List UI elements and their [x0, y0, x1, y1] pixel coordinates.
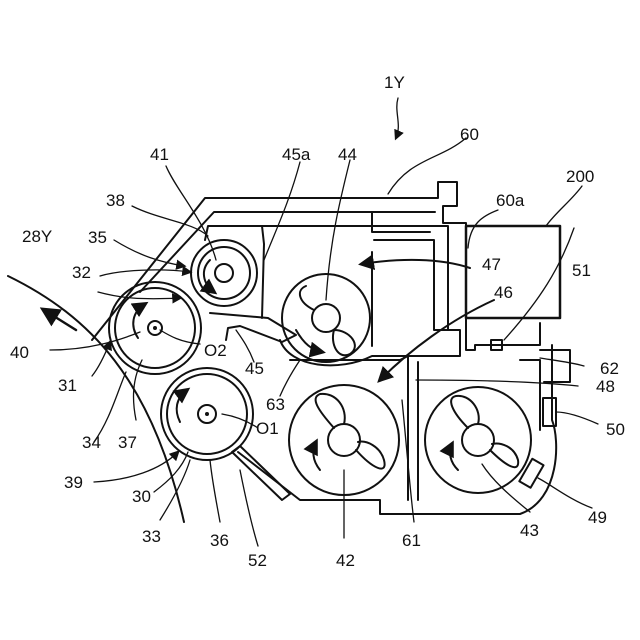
label-62: 62 [600, 359, 619, 378]
label-31: 31 [58, 376, 77, 395]
label-36: 36 [210, 531, 229, 550]
fan-42-hub [328, 424, 360, 456]
label-o2: O2 [204, 341, 227, 360]
label-46: 46 [494, 283, 513, 302]
casing-60a-wall-2 [205, 226, 448, 330]
label-33: 33 [142, 527, 161, 546]
casing-60 [92, 182, 540, 350]
fan-42-blade-lower [356, 442, 385, 469]
label-37: 37 [118, 433, 137, 452]
roller-41-ring [198, 247, 250, 299]
label-o1: O1 [256, 419, 279, 438]
label-43: 43 [520, 521, 539, 540]
label-44: 44 [338, 145, 357, 164]
airflow-arrow-47 [362, 260, 470, 268]
label-38: 38 [106, 191, 125, 210]
label-51: 51 [572, 261, 591, 280]
fan-43-hub [462, 424, 494, 456]
belt-label-28y: 28Y [22, 227, 52, 246]
label-45a: 45a [282, 145, 311, 164]
separator-45a [262, 226, 264, 318]
fan-42-blade-upper [316, 394, 345, 428]
label-42: 42 [336, 551, 355, 570]
label-32: 32 [72, 263, 91, 282]
label-39: 39 [64, 473, 83, 492]
label-35: 35 [88, 228, 107, 247]
drum-30-rotation-arrow [177, 390, 187, 422]
control-box-200 [466, 226, 560, 318]
sensor-50 [543, 398, 556, 426]
label-60: 60 [460, 125, 479, 144]
belt-direction-arrow [44, 310, 76, 330]
figure-id-label: 1Y [384, 73, 405, 92]
label-52: 52 [248, 551, 267, 570]
fan-43-housing [425, 387, 531, 493]
label-40: 40 [10, 343, 29, 362]
label-30: 30 [132, 487, 151, 506]
roller-41-core [215, 264, 233, 282]
label-47: 47 [482, 255, 501, 274]
fan-43-rotation-arrow [450, 444, 458, 470]
sensor-49 [519, 459, 543, 488]
label-41: 41 [150, 145, 169, 164]
fan-42-rotation-arrow [313, 442, 320, 470]
casing-60a-wall [372, 212, 430, 232]
fan-44-blade [333, 330, 355, 355]
fan-43-blade-lower [490, 444, 518, 468]
label-49: 49 [588, 508, 607, 527]
label-50: 50 [606, 420, 625, 439]
airflow-arrow-46 [380, 300, 494, 380]
fan-44-rotation-arrow [296, 330, 322, 352]
label-48: 48 [596, 377, 615, 396]
upper-fan-housing [280, 240, 460, 365]
fan-44-hub [312, 304, 340, 332]
fan-44-housing [282, 274, 370, 362]
roller-41-rotation-arrow [204, 260, 214, 292]
transfer-belt-28y [8, 276, 184, 522]
outlet-frame [540, 350, 570, 382]
fan-43-blade-upper [451, 396, 479, 428]
label-45: 45 [245, 359, 264, 378]
roller-41-outer [191, 240, 257, 306]
label-63: 63 [266, 395, 285, 414]
label-34: 34 [82, 433, 101, 452]
label-60a: 60a [496, 191, 525, 210]
fan-44-blade-2 [300, 286, 314, 310]
label-61: 61 [402, 531, 421, 550]
label-200: 200 [566, 167, 594, 186]
lower-fan-housing-inner [290, 356, 408, 500]
duct-62 [520, 360, 540, 430]
